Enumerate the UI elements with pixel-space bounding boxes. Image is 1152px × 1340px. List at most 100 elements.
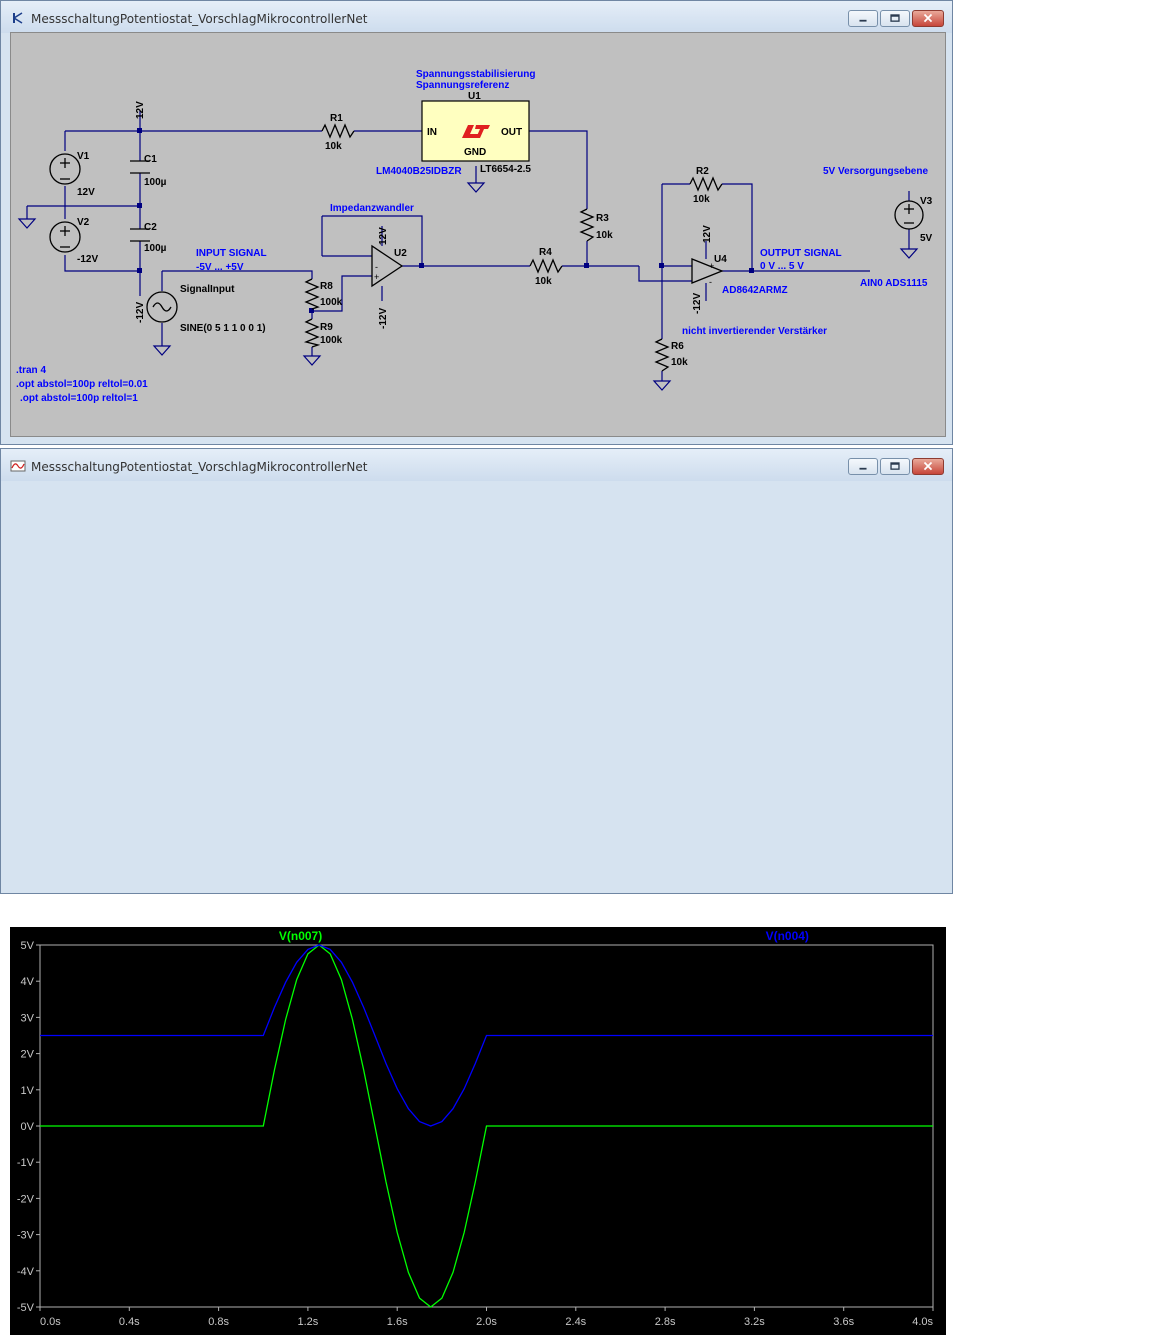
trace-v-n004	[40, 944, 933, 1127]
r9-value: 100k	[320, 335, 343, 346]
schematic-titlebar[interactable]: MessschaltungPotentiostat_VorschlagMikro…	[1, 1, 952, 33]
schematic-app-icon	[13, 12, 23, 24]
r2-resistor	[689, 176, 723, 192]
annot-versorgung: 5V Versorgungsebene	[823, 166, 928, 177]
u1-left-part: LM4040B25IDBZR	[376, 166, 462, 177]
r1-value: 10k	[325, 141, 342, 152]
y-tick-label: 3V	[21, 1012, 35, 1024]
waveform-window[interactable]: MessschaltungPotentiostat_VorschlagMikro…	[0, 448, 953, 1335]
waveform-app-icon	[10, 460, 26, 472]
restore-icon	[890, 14, 900, 22]
v2-value: -12V	[77, 254, 98, 265]
r2-name: R2	[696, 166, 709, 177]
minimize-button[interactable]	[848, 10, 878, 27]
u1-pin-in: IN	[427, 127, 437, 138]
schematic-drawing: - + + - Spannungsstabilisierung Spannung…	[16, 69, 933, 404]
net-12v-top: 12V	[135, 101, 146, 119]
directive-tran[interactable]: .tran 4	[16, 365, 46, 376]
close-button[interactable]	[912, 458, 944, 475]
c2-value: 100µ	[144, 243, 167, 254]
v3-value: 5V	[920, 233, 933, 244]
x-tick-label: 1.6s	[387, 1316, 408, 1328]
net-u4-12v: 12V	[702, 225, 713, 243]
restore-icon	[890, 462, 900, 470]
y-tick-label: -2V	[17, 1193, 35, 1205]
restore-button[interactable]	[880, 458, 910, 475]
x-tick-label: 2.4s	[565, 1316, 586, 1328]
net-n12v-bottom: -12V	[135, 302, 146, 323]
annot-stabilisierung: Spannungsstabilisierung	[416, 69, 535, 80]
y-tick-label: -5V	[17, 1302, 35, 1314]
annot-output-title: OUTPUT SIGNAL	[760, 248, 842, 259]
annot-referenz: Spannungsreferenz	[416, 80, 509, 91]
schematic-window[interactable]: MessschaltungPotentiostat_VorschlagMikro…	[0, 0, 953, 445]
c2-name: C2	[144, 222, 157, 233]
u1-name: U1	[468, 91, 481, 102]
r6-resistor	[654, 338, 670, 372]
u2-plus-sign: +	[374, 272, 379, 282]
r8-value: 100k	[320, 297, 343, 308]
y-tick-label: 5V	[21, 940, 35, 952]
y-tick-label: 0V	[21, 1121, 35, 1133]
r9-resistor	[303, 318, 321, 348]
y-tick-label: 2V	[21, 1049, 35, 1061]
u2-minus-sign: -	[375, 262, 378, 272]
r8-resistor	[304, 278, 320, 310]
r8-name: R8	[320, 281, 333, 292]
schematic-canvas[interactable]: - + + - Spannungsstabilisierung Spannung…	[10, 32, 946, 437]
r4-resistor	[529, 258, 563, 274]
annot-input-range: -5V ... +5V	[196, 262, 244, 273]
r1-resistor	[321, 123, 355, 139]
ground-symbols	[17, 182, 919, 391]
u1-ic-body	[421, 100, 530, 162]
r4-value: 10k	[535, 276, 552, 287]
r9-name: R9	[320, 322, 333, 333]
close-icon	[923, 13, 933, 23]
net-u4-n12v: -12V	[692, 293, 703, 314]
annot-input-title: INPUT SIGNAL	[196, 248, 267, 259]
directive-opt-2[interactable]: .opt abstol=100p reltol=1	[20, 393, 138, 404]
u4-minus-sign: -	[709, 277, 712, 287]
trace-v-n007	[40, 944, 933, 1308]
x-tick-label: 1.2s	[298, 1316, 319, 1328]
r6-value: 10k	[671, 357, 688, 368]
c1-value: 100µ	[144, 177, 167, 188]
junctions	[137, 128, 754, 313]
wires	[26, 111, 910, 381]
net-u2-12v: 12V	[378, 227, 389, 245]
close-button[interactable]	[912, 10, 944, 27]
u2-name: U2	[394, 248, 407, 259]
u1-pin-gnd: GND	[464, 147, 486, 158]
annot-nicht-inv: nicht invertierender Verstärker	[682, 326, 827, 337]
y-tick-label: -4V	[17, 1266, 35, 1278]
v2-name: V2	[77, 217, 90, 228]
directive-opt-1[interactable]: .opt abstol=100p reltol=0.01	[16, 379, 148, 390]
u4-name: U4	[714, 254, 727, 265]
r1-name: R1	[330, 113, 343, 124]
minimize-button[interactable]	[848, 458, 878, 475]
annot-ain: AIN0 ADS1115	[860, 278, 928, 289]
v1-value: 12V	[77, 187, 95, 198]
restore-button[interactable]	[880, 10, 910, 27]
waveform-titlebar[interactable]: MessschaltungPotentiostat_VorschlagMikro…	[1, 449, 952, 481]
legend-v-n004[interactable]: V(n004)	[766, 929, 809, 943]
x-tick-label: 4.0s	[912, 1316, 933, 1328]
net-u2-n12v: -12V	[378, 308, 389, 329]
close-icon	[923, 461, 933, 471]
x-tick-label: 0.0s	[40, 1316, 61, 1328]
y-tick-label: -3V	[17, 1230, 35, 1242]
r3-resistor	[579, 208, 595, 242]
r3-value: 10k	[596, 230, 613, 241]
y-tick-label: 1V	[21, 1085, 35, 1097]
r2-value: 10k	[693, 194, 710, 205]
x-tick-label: 0.8s	[208, 1316, 229, 1328]
c1-name: C1	[144, 154, 157, 165]
legend-v-n007[interactable]: V(n007)	[279, 929, 322, 943]
annot-output-range: 0 V ... 5 V	[760, 261, 804, 272]
minimize-icon	[859, 19, 867, 22]
r4-name: R4	[539, 247, 552, 258]
signalinput-name: SignalInput	[180, 284, 235, 295]
u1-pin-out: OUT	[501, 127, 522, 138]
